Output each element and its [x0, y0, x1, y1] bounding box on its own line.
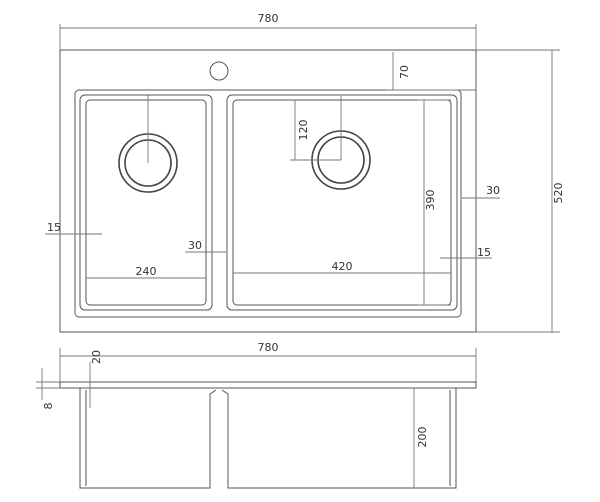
right-bowl-inner	[232, 99, 452, 306]
label-overall-height: 520	[552, 183, 565, 204]
dim-divider-gap: 30	[185, 239, 226, 253]
label-inner-height: 390	[424, 190, 437, 211]
dim-bowl-depth: 200	[413, 388, 429, 488]
right-bowl-outer	[226, 94, 458, 311]
right-bowl-profile	[221, 388, 457, 489]
left-bowl-outer	[79, 94, 213, 311]
inner-rim	[74, 89, 462, 318]
dim-right-bowl-width: 420	[233, 260, 451, 274]
dim-left-bowl-width: 240	[86, 265, 206, 279]
left-bowl-inner	[85, 99, 207, 306]
label-divider-gap: 30	[188, 239, 202, 252]
sink-outline	[59, 49, 477, 333]
dim-left-wall: 15	[45, 221, 102, 235]
label-right-wall: 15	[477, 246, 491, 259]
dim-overall-height: 520	[476, 49, 565, 333]
label-top-offset: 70	[398, 65, 411, 79]
dim-lip-height: 20	[89, 350, 103, 408]
dim-side-width: 780	[59, 341, 477, 386]
dim-right-wall: 15	[440, 246, 492, 259]
sink-top-view	[59, 49, 477, 333]
label-right-bowl-width: 420	[332, 260, 353, 273]
label-rim-thickness: 8	[42, 403, 55, 410]
label-lip-height: 20	[90, 350, 103, 364]
dim-top-width: 780	[59, 12, 477, 50]
label-side-width: 780	[258, 341, 279, 354]
dim-right-gap: 30	[462, 184, 500, 199]
dim-rim-thickness: 8	[36, 368, 60, 410]
tap-hole	[209, 61, 229, 81]
label-right-gap: 30	[486, 184, 500, 197]
left-bowl-profile	[79, 388, 217, 489]
dim-inner-height: 390	[418, 99, 451, 306]
sink-side-view	[59, 381, 477, 489]
label-hole-offset: 120	[297, 120, 310, 141]
rim-plate	[59, 381, 477, 389]
dim-hole-offset: 120	[290, 100, 341, 161]
label-left-wall: 15	[47, 221, 61, 234]
label-bowl-depth: 200	[416, 427, 429, 448]
label-left-bowl-width: 240	[136, 265, 157, 278]
dim-top-offset: 70	[386, 52, 476, 91]
label-top-width: 780	[258, 12, 279, 25]
